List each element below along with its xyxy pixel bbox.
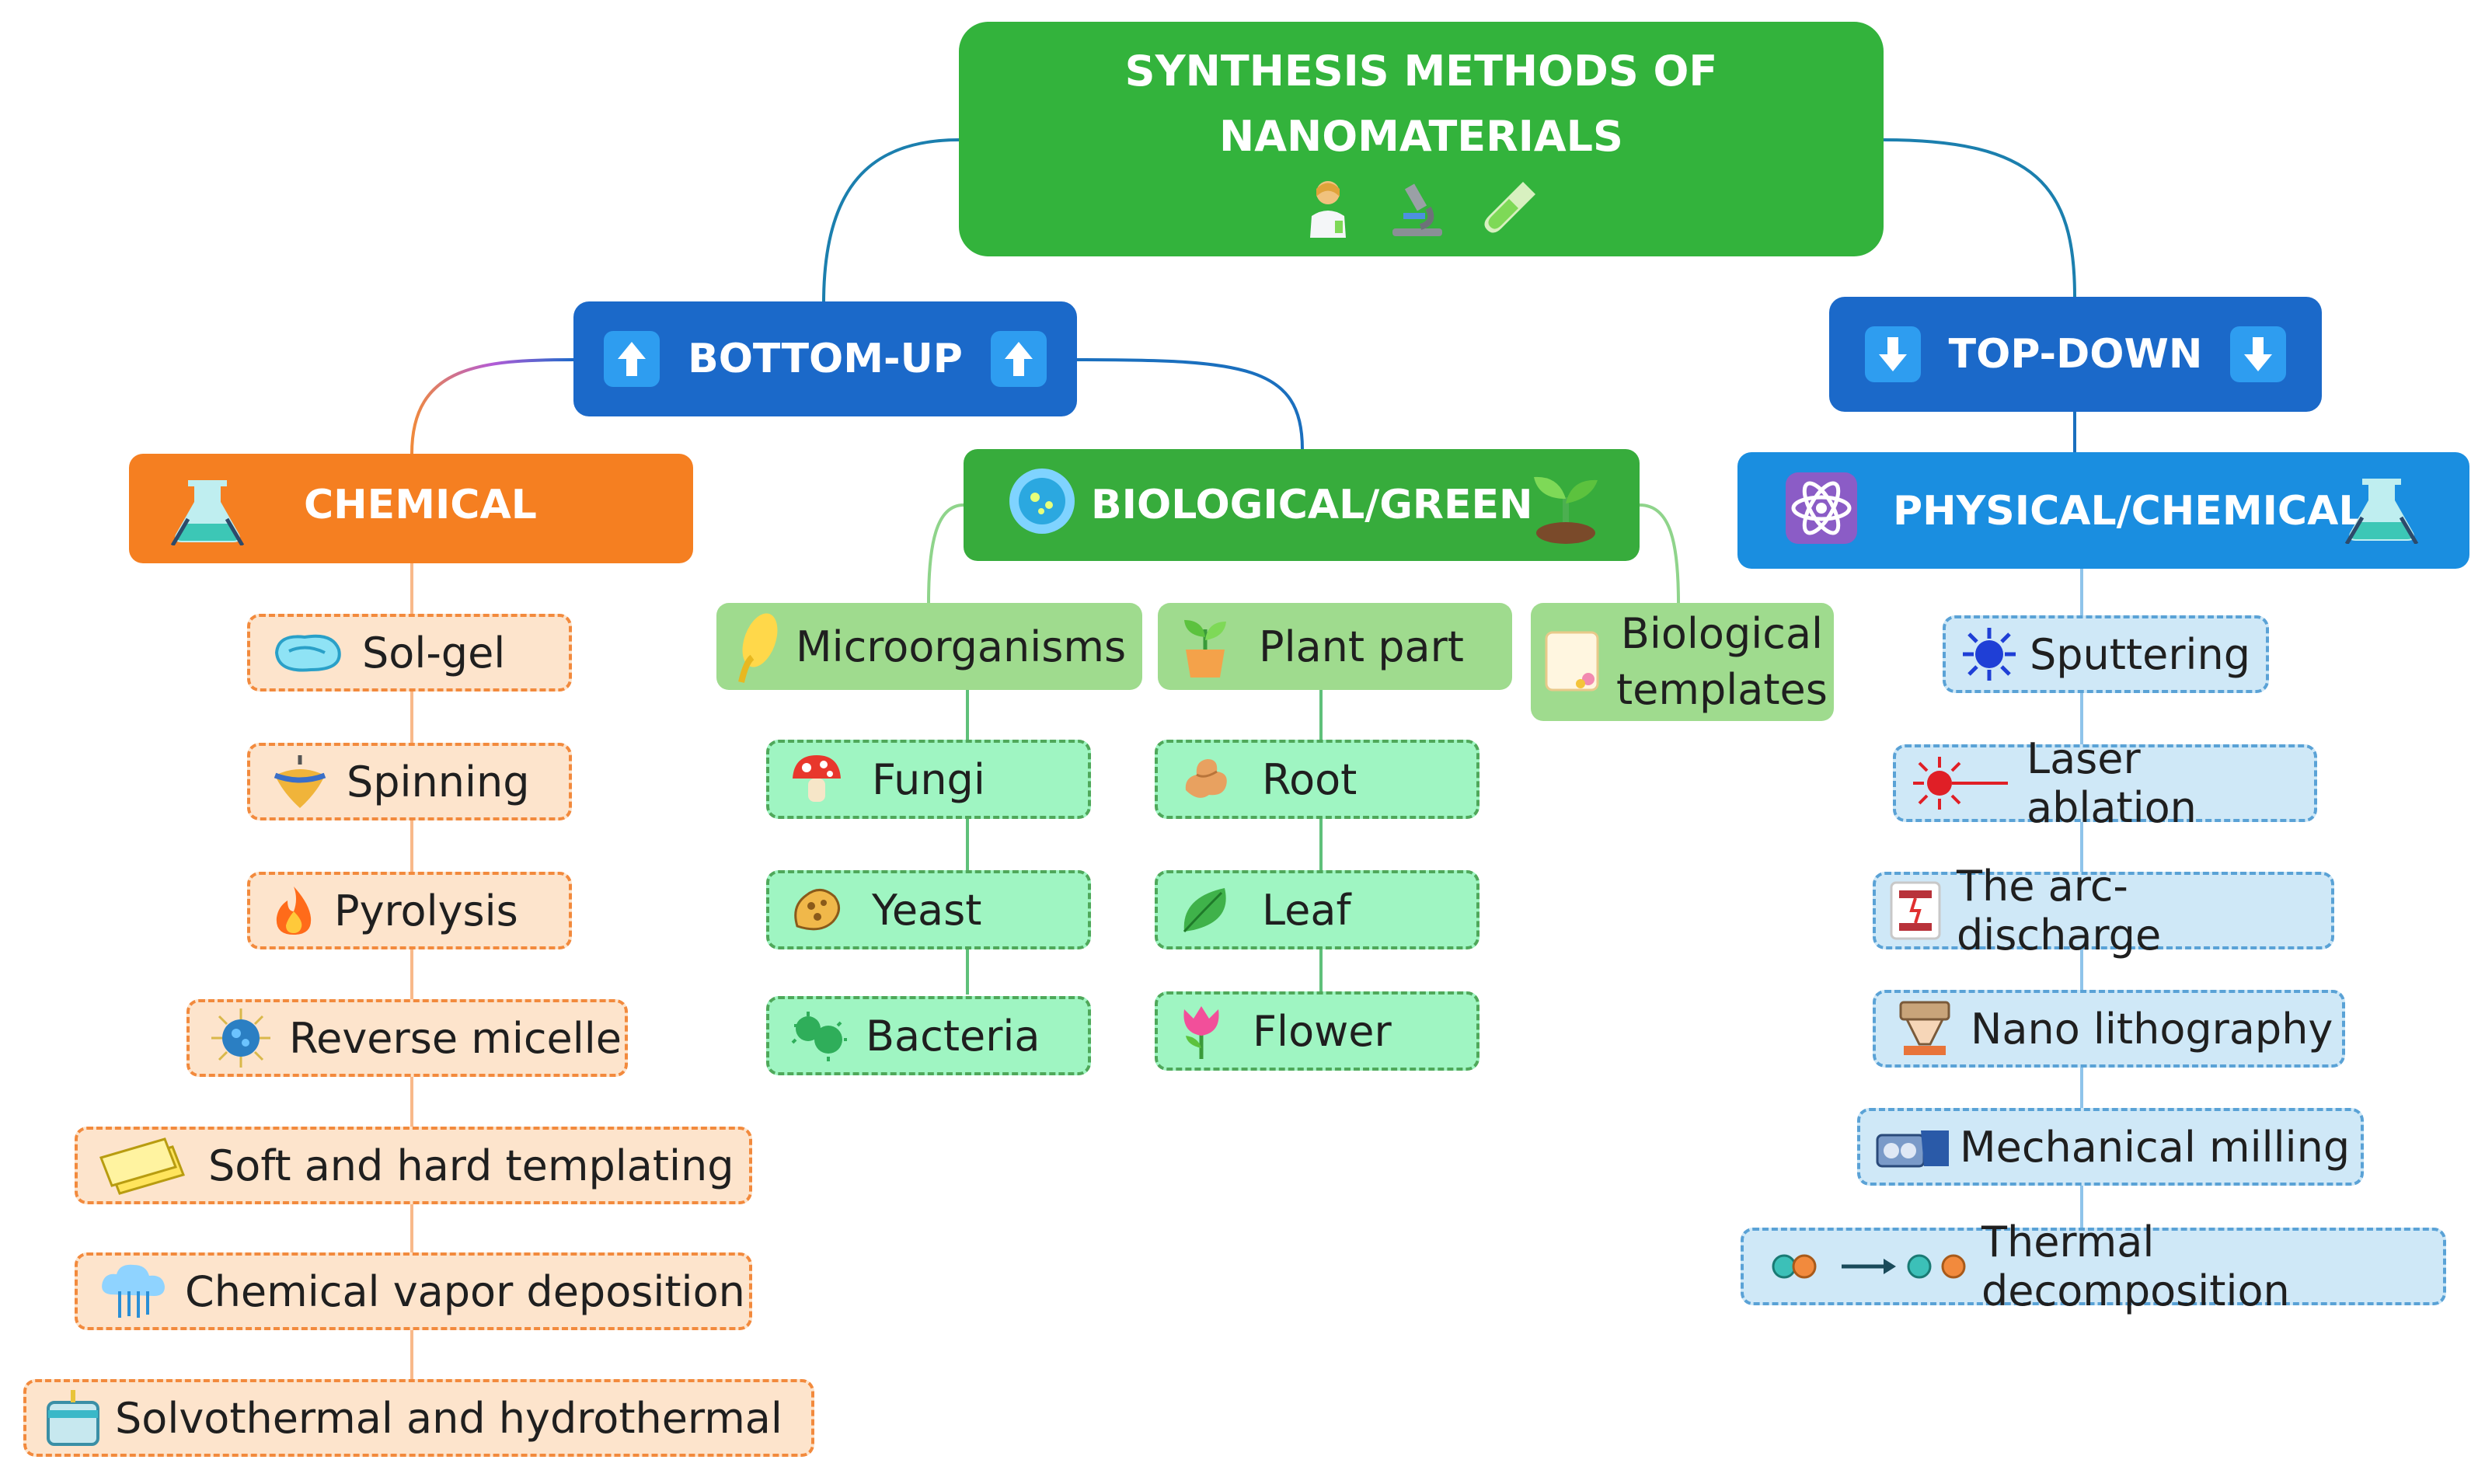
physical-item-laser-ablation: Laser ablation <box>1893 734 2317 832</box>
top-down-label: TOP-DOWN <box>1948 331 2203 378</box>
seedling-icon <box>1534 476 1598 544</box>
item-label: Spinning <box>347 757 530 806</box>
sol-gel-icon <box>274 634 341 672</box>
atom-icon <box>1786 472 1857 544</box>
physical-item-mechanical-milling: Mechanical milling <box>1857 1108 2364 1186</box>
flask-icon <box>170 480 245 545</box>
group-label-line1: Biological <box>1620 609 1824 658</box>
item-label: The arc-discharge <box>1957 862 2162 960</box>
item-label: Fungi <box>872 754 985 804</box>
biological-node: BIOLOGICAL/GREEN <box>964 449 1640 561</box>
petri-dish-icon <box>1009 469 1075 534</box>
bio-group-plant-part: Plant part <box>1158 603 1512 690</box>
item-label: Laser ablation <box>2027 734 2197 832</box>
vapor-cloud-icon <box>102 1264 165 1318</box>
arc-discharge-icon <box>1890 881 1941 940</box>
physical-item-sputtering: Sputtering <box>1943 615 2269 693</box>
item-label: Nano lithography <box>1971 1004 2333 1054</box>
mushroom-icon <box>793 755 841 802</box>
item-label: Chemical vapor deposition <box>185 1266 745 1316</box>
down-arrow-icon <box>1864 326 1921 382</box>
biological-label: BIOLOGICAL/GREEN <box>1091 482 1533 528</box>
down-arrow-icon <box>2230 326 2287 382</box>
up-arrow-icon <box>990 331 1047 387</box>
ginger-root-icon <box>1185 759 1227 798</box>
autoclave-icon <box>47 1390 99 1446</box>
corn-icon <box>738 613 778 683</box>
top-down-node: TOP-DOWN <box>1829 297 2322 412</box>
milling-machine-icon <box>1876 1130 1949 1168</box>
item-label: Reverse micelle <box>289 1013 622 1063</box>
micro-item-bacteria: Bacteria <box>766 996 1091 1075</box>
item-label: Sputtering <box>2030 629 2251 679</box>
item-label: Bacteria <box>866 1011 1040 1061</box>
fire-icon <box>276 887 312 935</box>
item-label: Sol-gel <box>362 628 506 678</box>
micelle-icon <box>211 1008 270 1068</box>
laser-icon <box>1913 757 2008 810</box>
potted-plant-icon <box>1184 620 1226 678</box>
template-card-icon <box>1545 631 1599 691</box>
item-label: Thermal decomposition <box>1981 1218 2290 1315</box>
plant-item-leaf: Leaf <box>1155 870 1479 949</box>
chemical-item-cvd: Chemical vapor deposition <box>75 1252 752 1330</box>
item-label: Leaf <box>1262 885 1351 935</box>
chemical-item-reverse-micelle: Reverse micelle <box>186 999 628 1077</box>
microscope-icon <box>1392 183 1442 236</box>
group-label-line2: templates <box>1616 665 1828 714</box>
spinning-top-icon <box>274 755 326 808</box>
plant-item-root: Root <box>1155 740 1479 819</box>
item-label: Solvothermal and hydrothermal <box>115 1393 782 1443</box>
item-label: Mechanical milling <box>1960 1122 2351 1172</box>
sputter-icon <box>1963 628 2016 681</box>
tulip-icon <box>1183 1006 1219 1059</box>
root-title-line1: SYNTHESIS METHODS OF <box>1124 47 1718 96</box>
item-label: Yeast <box>872 885 982 935</box>
physical-item-nano-lithography: Nano lithography <box>1873 990 2345 1068</box>
root-node: SYNTHESIS METHODS OF NANOMATERIALS <box>959 22 1884 256</box>
item-label: Root <box>1262 754 1357 804</box>
bio-group-microorganisms: Microorganisms <box>716 603 1142 690</box>
scientist-icon <box>1310 181 1346 238</box>
item-label: Soft and hard templating <box>208 1141 734 1190</box>
bottom-up-node: BOTTOM-UP <box>573 301 1077 416</box>
bottom-up-label: BOTTOM-UP <box>688 336 963 382</box>
chemical-node: CHEMICAL <box>129 454 693 563</box>
item-label: Pyrolysis <box>334 886 518 935</box>
physical-label: PHYSICAL/CHEMICAL <box>1893 488 2365 535</box>
micro-item-fungi: Fungi <box>766 740 1091 819</box>
physical-item-arc-discharge: The arc-discharge <box>1873 862 2334 960</box>
chemical-item-spinning: Spinning <box>247 743 572 820</box>
group-label: Plant part <box>1259 622 1464 671</box>
test-tube-icon <box>1484 182 1535 233</box>
group-label: Biological templates <box>1616 606 1828 718</box>
bacteria-icon <box>791 1012 847 1061</box>
leaf-icon <box>1183 888 1226 933</box>
template-sheets-icon <box>99 1137 185 1195</box>
group-label: Microorganisms <box>796 622 1127 671</box>
micro-item-yeast: Yeast <box>766 870 1091 949</box>
chemical-item-templating: Soft and hard templating <box>75 1127 752 1204</box>
physical-node: PHYSICAL/CHEMICAL <box>1737 452 2469 569</box>
physical-item-thermal-decomposition: Thermal decomposition <box>1741 1218 2446 1315</box>
chemical-item-sol-gel: Sol-gel <box>247 614 572 691</box>
plant-item-flower: Flower <box>1155 991 1479 1071</box>
chemical-item-solvothermal: Solvothermal and hydrothermal <box>23 1379 814 1457</box>
flask-icon <box>2344 479 2419 544</box>
root-title-line2: NANOMATERIALS <box>1219 112 1623 161</box>
bio-group-templates: Biological templates <box>1531 603 1834 721</box>
chemical-item-pyrolysis: Pyrolysis <box>247 872 572 949</box>
item-label: Flower <box>1253 1006 1392 1056</box>
up-arrow-icon <box>604 331 660 387</box>
decomposition-icon <box>1772 1254 1966 1279</box>
chemical-label: CHEMICAL <box>304 482 537 528</box>
root-icons <box>1301 177 1542 239</box>
lithography-icon <box>1899 1001 1950 1055</box>
yeast-icon <box>794 889 840 931</box>
